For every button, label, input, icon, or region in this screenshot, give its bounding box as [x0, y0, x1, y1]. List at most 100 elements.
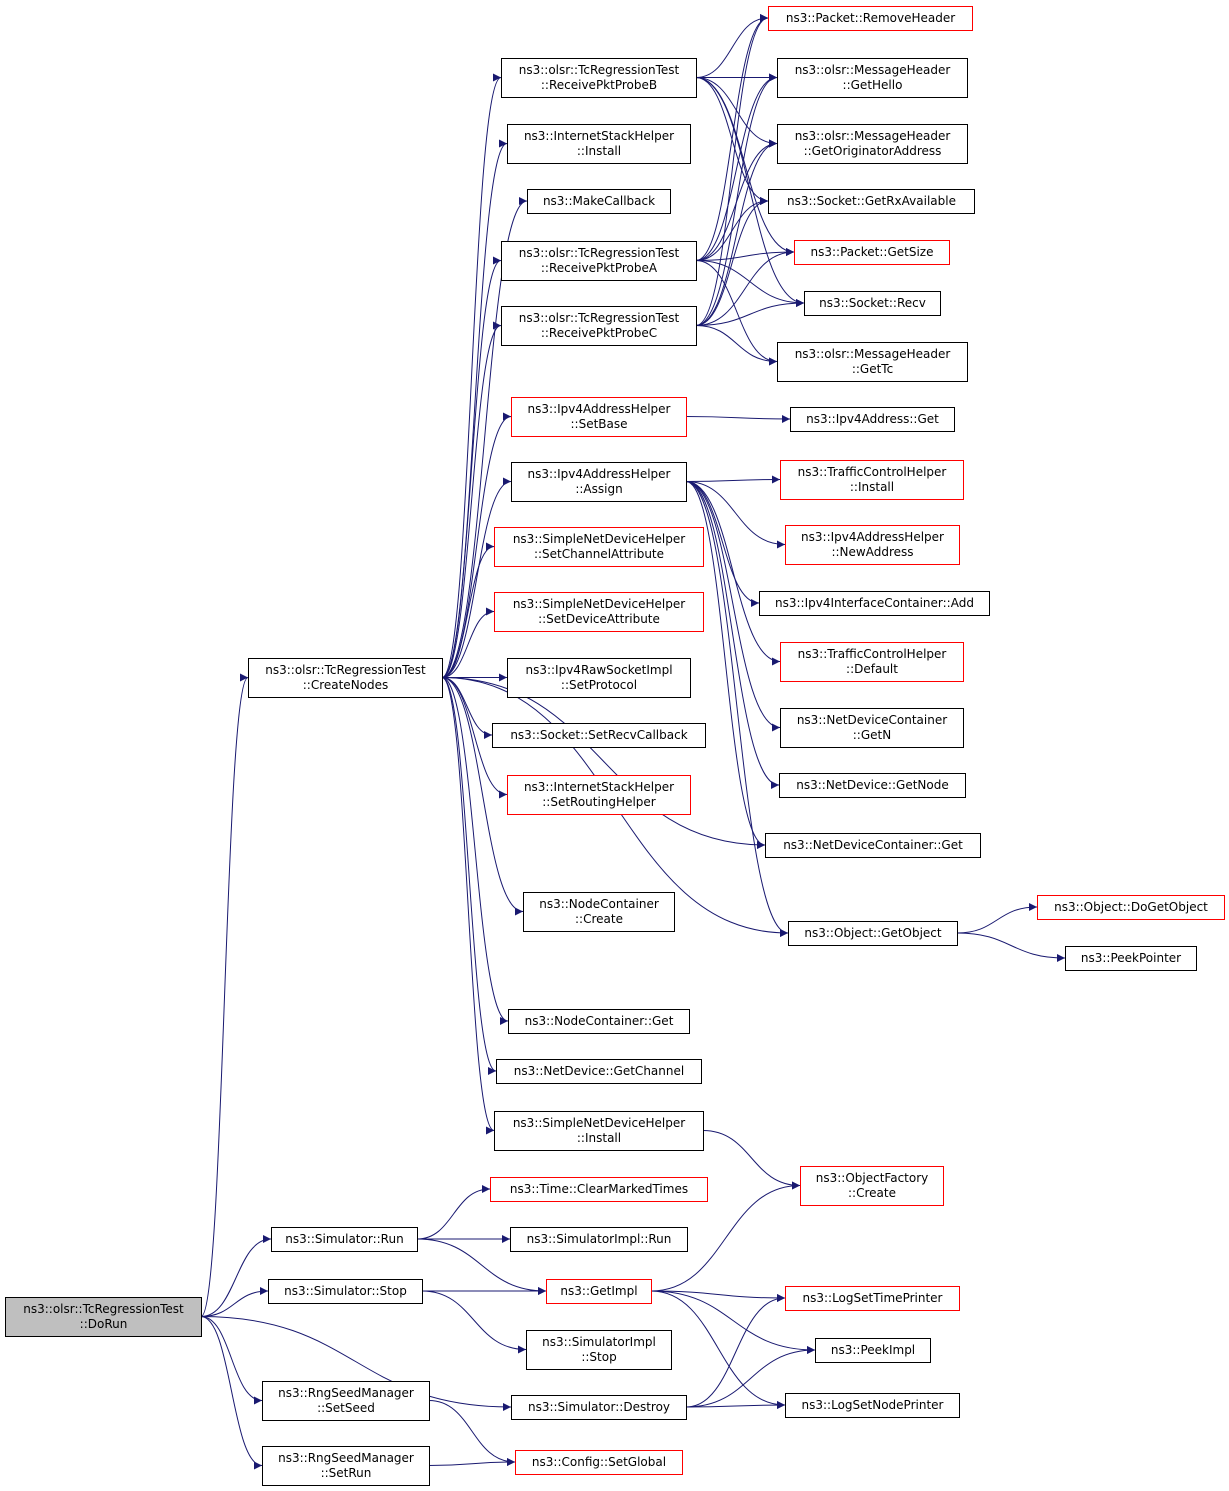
edge-probeC-to-recv	[695, 299, 805, 326]
node-getObject[interactable]: ns3::Object::GetObject	[788, 921, 958, 946]
node-label: ns3::RngSeedManager	[278, 1451, 414, 1465]
edge-getObject-to-doGetObject	[956, 903, 1038, 934]
node-getHello[interactable]: ns3::olsr::MessageHeader::GetHello	[777, 58, 968, 98]
node-getChannel[interactable]: ns3::NetDevice::GetChannel	[496, 1059, 702, 1084]
node-label: ::GetOriginatorAddress	[804, 144, 942, 158]
node-ndGetNode[interactable]: ns3::NetDevice::GetNode	[779, 773, 966, 798]
node-peekImpl[interactable]: ns3::PeekImpl	[815, 1338, 931, 1363]
edge-probeB-to-recv	[695, 77, 805, 307]
node-ipv4Get[interactable]: ns3::Ipv4Address::Get	[790, 407, 955, 432]
node-label: ns3::Ipv4Address::Get	[806, 412, 939, 426]
node-setBase[interactable]: ns3::Ipv4AddressHelper::SetBase	[511, 397, 687, 437]
node-box	[790, 407, 955, 432]
node-probeB[interactable]: ns3::olsr::TcRegressionTest::ReceivePktP…	[501, 58, 697, 98]
node-box	[777, 124, 968, 164]
edge-simDestroy-to-logTime	[685, 1294, 786, 1408]
node-iicAdd[interactable]: ns3::Ipv4InterfaceContainer::Add	[759, 591, 990, 616]
node-getImpl[interactable]: ns3::GetImpl	[546, 1279, 652, 1304]
node-makeCallback[interactable]: ns3::MakeCallback	[527, 189, 671, 214]
node-label: ::Create	[575, 912, 623, 926]
node-logNode[interactable]: ns3::LogSetNodePrinter	[785, 1393, 960, 1418]
node-label: ns3::GetImpl	[560, 1284, 637, 1298]
node-logTime[interactable]: ns3::LogSetTimePrinter	[785, 1286, 960, 1311]
node-clearMarked[interactable]: ns3::Time::ClearMarkedTimes	[490, 1177, 708, 1202]
edge-createnodes-to-setRecvCb	[441, 677, 493, 739]
node-box	[1065, 946, 1197, 971]
node-ndcGet[interactable]: ns3::NetDeviceContainer::Get	[765, 833, 981, 858]
node-box	[494, 527, 704, 567]
node-peekPointer[interactable]: ns3::PeekPointer	[1065, 946, 1197, 971]
node-label: ns3::olsr::TcRegressionTest	[519, 246, 680, 260]
edge-probeA-to-removeHeader	[695, 14, 769, 261]
edge-createnodes-to-setRouting	[441, 677, 508, 799]
node-label: ns3::olsr::TcRegressionTest	[23, 1302, 184, 1316]
node-getOrig[interactable]: ns3::olsr::MessageHeader::GetOriginatorA…	[777, 124, 968, 164]
node-createnodes[interactable]: ns3::olsr::TcRegressionTest::CreateNodes	[248, 658, 443, 698]
edge-sndhInstall-to-ofCreate	[702, 1130, 801, 1190]
edge-dorun-to-simRun	[200, 1235, 272, 1317]
node-box	[523, 892, 675, 932]
node-box	[501, 241, 697, 281]
edge-dorun-to-setSeed	[200, 1316, 263, 1405]
node-getSize[interactable]: ns3::Packet::GetSize	[794, 240, 950, 265]
node-label: ::Assign	[575, 482, 622, 496]
node-setProtocol[interactable]: ns3::Ipv4RawSocketImpl::SetProtocol	[507, 658, 691, 698]
node-ncCreate[interactable]: ns3::NodeContainer::Create	[523, 892, 675, 932]
node-setRun[interactable]: ns3::RngSeedManager::SetRun	[262, 1446, 430, 1486]
node-setSeed[interactable]: ns3::RngSeedManager::SetSeed	[262, 1381, 430, 1421]
node-label: ns3::Object::DoGetObject	[1054, 900, 1208, 914]
node-label: ns3::SimulatorImpl::Run	[527, 1232, 672, 1246]
edge-setSeed-to-setGlobal	[428, 1400, 516, 1466]
node-ishInstall[interactable]: ns3::InternetStackHelper::Install	[507, 124, 691, 164]
node-recv[interactable]: ns3::Socket::Recv	[804, 291, 941, 316]
node-assign[interactable]: ns3::Ipv4AddressHelper::Assign	[511, 462, 687, 502]
node-setDevAttr[interactable]: ns3::SimpleNetDeviceHelper::SetDeviceAtt…	[494, 592, 704, 632]
node-tchInstall[interactable]: ns3::TrafficControlHelper::Install	[780, 460, 964, 500]
node-label: ns3::Packet::GetSize	[811, 245, 934, 259]
node-box	[785, 525, 960, 565]
node-ncGet[interactable]: ns3::NodeContainer::Get	[508, 1009, 690, 1034]
node-setChanAttr[interactable]: ns3::SimpleNetDeviceHelper::SetChannelAt…	[494, 527, 704, 567]
node-setGlobal[interactable]: ns3::Config::SetGlobal	[515, 1450, 683, 1475]
node-simImplStop[interactable]: ns3::SimulatorImpl::Stop	[526, 1330, 672, 1370]
edge-createnodes-to-ncCreate	[441, 677, 524, 916]
node-doGetObject[interactable]: ns3::Object::DoGetObject	[1037, 895, 1225, 920]
node-box	[765, 833, 981, 858]
node-label: ns3::InternetStackHelper	[524, 129, 674, 143]
node-setRecvCb[interactable]: ns3::Socket::SetRecvCallback	[492, 723, 706, 748]
node-ndcGetN[interactable]: ns3::NetDeviceContainer::GetN	[780, 708, 964, 748]
node-label: ns3::LogSetNodePrinter	[802, 1398, 944, 1412]
node-simDestroy[interactable]: ns3::Simulator::Destroy	[511, 1395, 687, 1420]
node-newAddress[interactable]: ns3::Ipv4AddressHelper::NewAddress	[785, 525, 960, 565]
node-sndhInstall[interactable]: ns3::SimpleNetDeviceHelper::Install	[494, 1111, 704, 1151]
node-label: ns3::Ipv4RawSocketImpl	[525, 663, 672, 677]
node-setRouting[interactable]: ns3::InternetStackHelper::SetRoutingHelp…	[507, 775, 691, 815]
node-removeHeader[interactable]: ns3::Packet::RemoveHeader	[768, 6, 973, 31]
node-label: ns3::Simulator::Run	[285, 1232, 403, 1246]
edge-createnodes-to-setDevAttr	[441, 607, 495, 678]
node-probeA[interactable]: ns3::olsr::TcRegressionTest::ReceivePktP…	[501, 241, 697, 281]
node-label: ns3::SimulatorImpl	[542, 1335, 656, 1349]
node-simRun[interactable]: ns3::Simulator::Run	[271, 1227, 418, 1252]
node-getRxAvail[interactable]: ns3::Socket::GetRxAvailable	[768, 189, 975, 214]
node-box	[262, 1381, 430, 1421]
edge-createnodes-to-probeC	[441, 321, 502, 678]
node-label: ::NewAddress	[831, 545, 913, 559]
node-box	[800, 1166, 944, 1206]
edge-createnodes-to-ndcGet	[441, 677, 766, 849]
edge-simStop-to-simImplStop	[421, 1290, 527, 1354]
edge-probeC-to-getHello	[695, 73, 778, 326]
edge-createnodes-to-setBase	[441, 412, 512, 678]
node-box	[777, 342, 968, 382]
node-simImplRun[interactable]: ns3::SimulatorImpl::Run	[510, 1227, 688, 1252]
node-box	[508, 1009, 690, 1034]
node-tchDefault[interactable]: ns3::TrafficControlHelper::Default	[780, 642, 964, 682]
edge-createnodes-to-probeA	[441, 256, 502, 678]
node-getTc[interactable]: ns3::olsr::MessageHeader::GetTc	[777, 342, 968, 382]
node-probeC[interactable]: ns3::olsr::TcRegressionTest::ReceivePktP…	[501, 306, 697, 346]
node-ofCreate[interactable]: ns3::ObjectFactory::Create	[800, 1166, 944, 1206]
edge-dorun-to-createnodes	[200, 673, 249, 1317]
node-simStop[interactable]: ns3::Simulator::Stop	[268, 1279, 423, 1304]
node-box	[248, 658, 443, 698]
node-label: ::SetRun	[321, 1466, 372, 1480]
